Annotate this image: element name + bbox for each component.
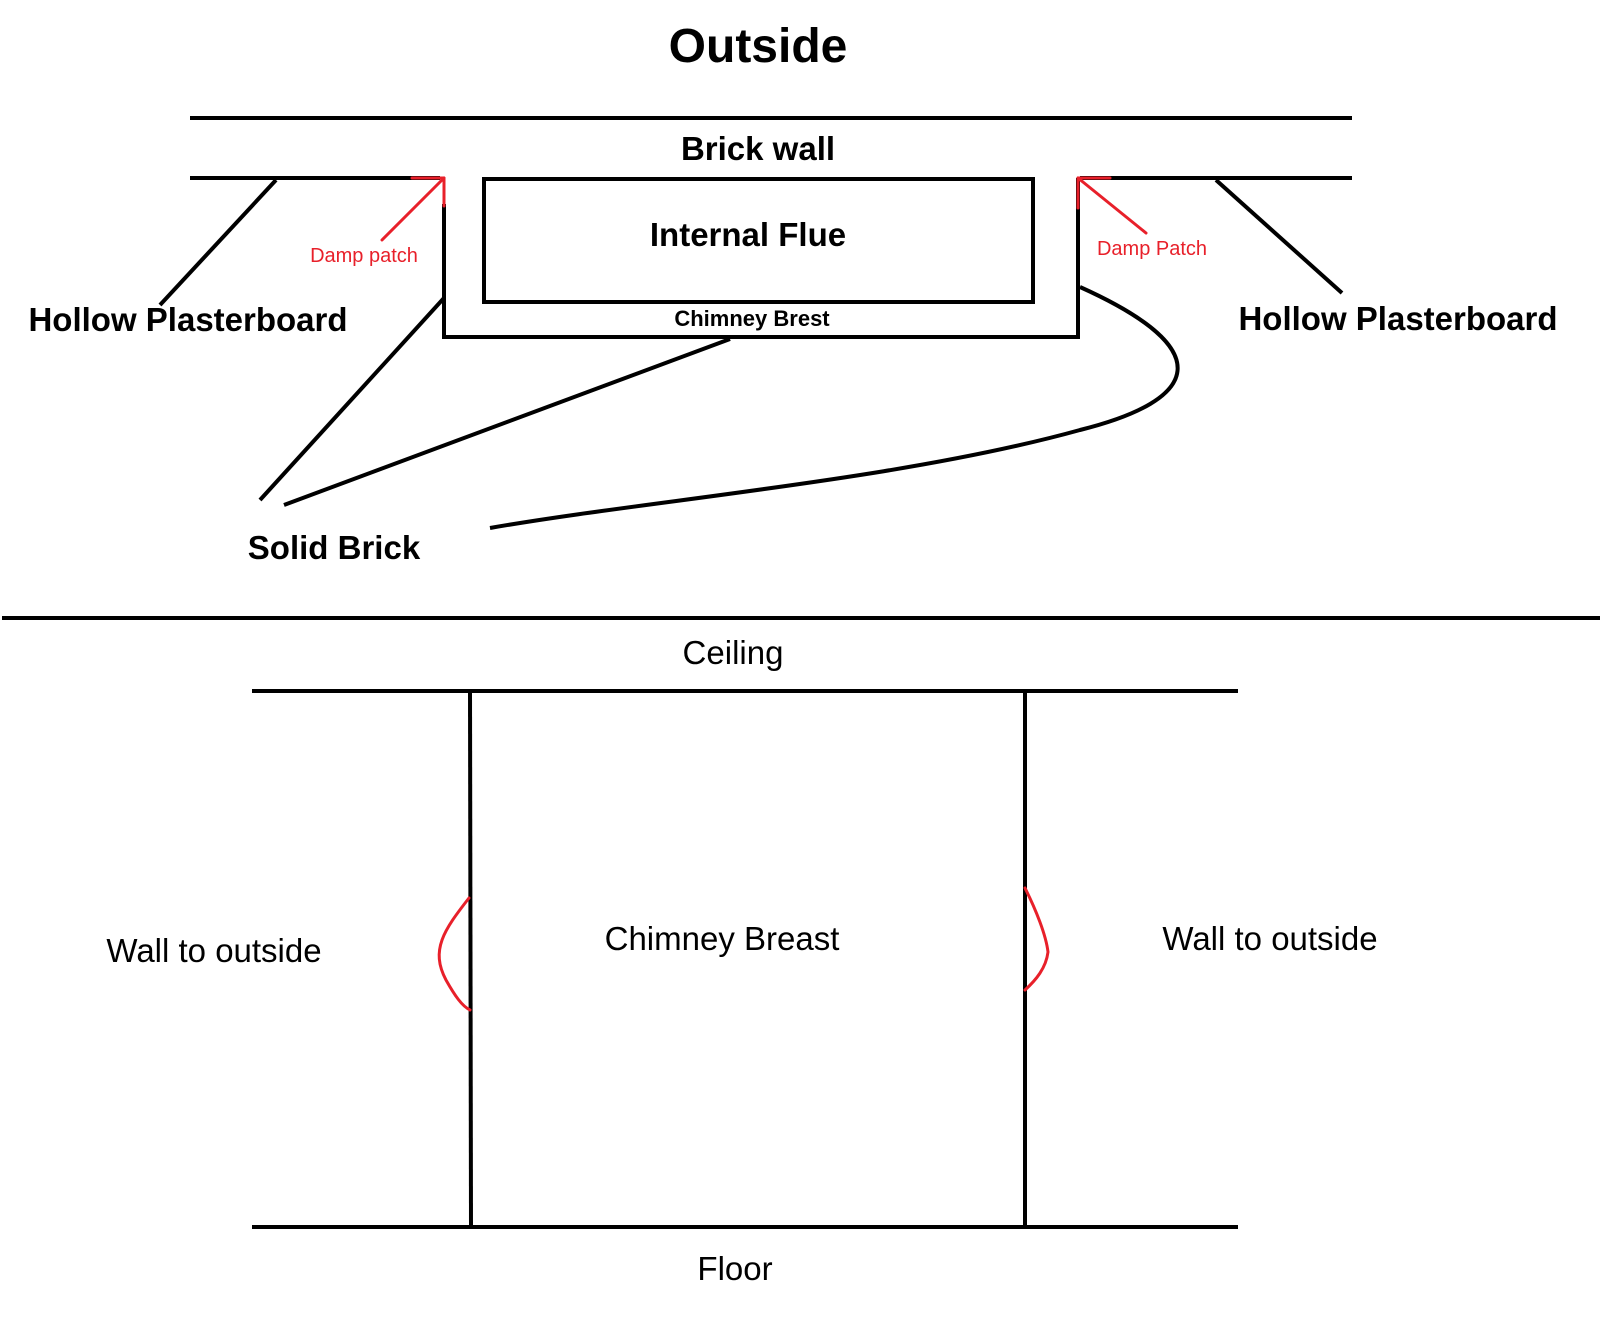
elevation-view: Ceiling Floor Chimney Breast Wall to out… — [106, 634, 1377, 1287]
ceiling-label: Ceiling — [683, 634, 784, 671]
solid-brick-label: Solid Brick — [248, 529, 421, 566]
chimney-brest-label: Chimney Brest — [674, 306, 830, 331]
floor-label: Floor — [697, 1250, 772, 1287]
chimney-breast-outline — [442, 178, 1080, 339]
damp-bulge-right — [1023, 886, 1050, 992]
damp-patch-right-label: Damp Patch — [1097, 238, 1207, 260]
internal-flue-label: Internal Flue — [650, 216, 846, 253]
solid-brick-leader-1 — [258, 296, 446, 502]
wall-to-outside-right-label: Wall to outside — [1162, 920, 1377, 957]
damp-bulge-left — [437, 896, 472, 1012]
wall-to-outside-left-label: Wall to outside — [106, 932, 321, 969]
plan-view: Outside Brick wall Internal Flue Chimney… — [28, 20, 1557, 566]
plasterboard-right-leader — [1214, 178, 1344, 295]
damp-arrow-right — [1076, 176, 1148, 235]
outside-title: Outside — [669, 20, 848, 73]
chimney-breast-label: Chimney Breast — [605, 920, 840, 957]
hollow-plasterboard-right-label: Hollow Plasterboard — [1238, 300, 1557, 337]
damp-arrow-left — [380, 176, 446, 242]
brick-wall-label: Brick wall — [681, 130, 835, 167]
solid-brick-leader-3 — [489, 285, 1180, 530]
internal-flue-box — [482, 177, 1035, 304]
breast-left-edge — [468, 690, 473, 1228]
solid-brick-leader-2 — [283, 337, 731, 507]
hollow-plasterboard-left-label: Hollow Plasterboard — [28, 301, 347, 338]
damp-patch-left-label: Damp patch — [310, 245, 418, 267]
plasterboard-left-leader — [158, 178, 278, 307]
